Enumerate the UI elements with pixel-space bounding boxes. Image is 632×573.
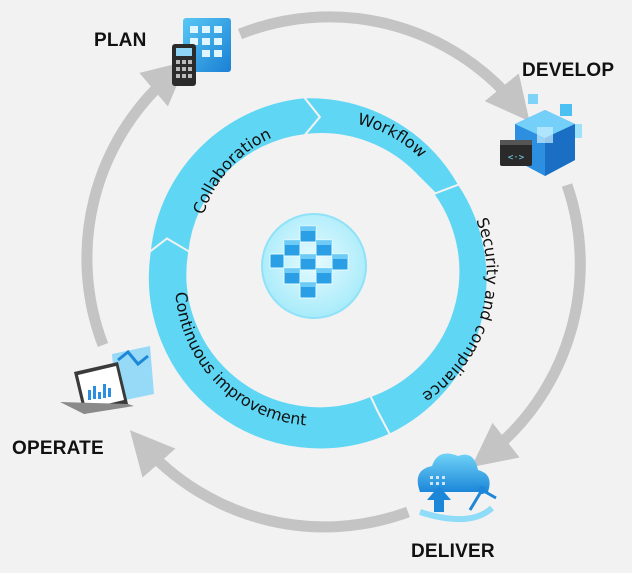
stage-label-develop: DEVELOP: [522, 60, 615, 81]
svg-text:<·>: <·>: [508, 153, 525, 163]
stage-label-operate: OPERATE: [12, 438, 104, 459]
stage-label-plan: PLAN: [94, 30, 147, 51]
calculator-building-icon: [172, 18, 231, 86]
arrow-develop-to-deliver: [471, 183, 586, 468]
stage-label-deliver: DELIVER: [411, 541, 495, 562]
cloud-upload-icon: [417, 453, 497, 523]
arrow-operate-to-plan: [81, 61, 188, 347]
central-hub: [261, 213, 367, 319]
ring-segment-workflow: [302, 96, 461, 195]
cycle-arrows: [81, 11, 586, 533]
arrow-deliver-to-operate: [129, 430, 410, 533]
laptop-chart-icon: [60, 346, 154, 414]
ring-segment-improvement: [146, 237, 392, 451]
arrow-plan-to-develop: [237, 11, 530, 122]
central-cube-cluster-icon: [269, 225, 349, 299]
cube-stack-icon: <·>: [500, 94, 582, 176]
practice-ring: [146, 96, 489, 451]
